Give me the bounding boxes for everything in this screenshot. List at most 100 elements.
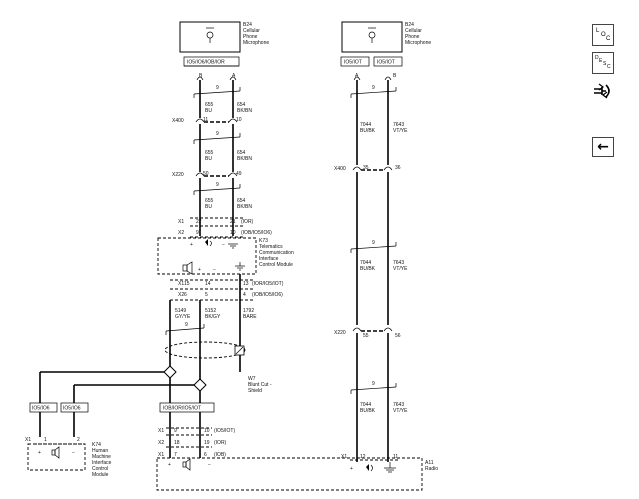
k73-label: K73 xyxy=(259,238,268,244)
a11-x3-pin-1: 7 xyxy=(174,452,177,458)
k73-out-x1-pin-2: 14 xyxy=(205,281,211,287)
k73-out-minus: − xyxy=(213,267,216,273)
k73-mic-input-icon xyxy=(205,239,212,247)
right-w3-circuit-b: 7643 xyxy=(393,402,404,408)
k73-ground-icon xyxy=(228,243,238,249)
k73-x2-name: X2 xyxy=(178,230,184,236)
k74-desc-5: Module xyxy=(92,472,109,478)
k74-x1-pin-1: 1 xyxy=(44,437,47,443)
k73-out-x2-name: X2 xyxy=(178,292,184,298)
location-button[interactable]: L O C xyxy=(592,24,614,46)
k73-module: X1 22 21 (IOR) X2 9 10 (IOB/IO5/IO6) + −… xyxy=(157,217,294,301)
k74-desc-4: Control xyxy=(92,466,108,472)
a11-right-plus: + xyxy=(350,466,353,472)
right-x400-pin-2: 36 xyxy=(395,165,401,171)
left-w2-circuit-a: 655 xyxy=(205,150,214,156)
description-button[interactable]: D E S C xyxy=(592,52,614,74)
k73-x1-pin-1: 22 xyxy=(196,219,202,225)
right-microphone-symbol xyxy=(368,27,376,43)
right-microphone-b24: B24 Cellular Phone Microphone IO5/IOT IO… xyxy=(340,21,431,79)
connector-end-view-button[interactable] xyxy=(592,80,614,102)
k73-x1-pin-2: 21 xyxy=(230,219,236,225)
w7-desc-1: Blunt Cut - xyxy=(248,382,272,388)
shield-twist: 9 xyxy=(185,322,188,328)
right-x1-name: X1 xyxy=(341,454,347,460)
a11-x3-note: (IOB) xyxy=(214,452,226,458)
left-mic-desc-3: Microphone xyxy=(243,40,269,46)
a11-ground-icon xyxy=(384,462,396,473)
back-button[interactable]: ← xyxy=(592,137,614,157)
shield-color-3: BARE xyxy=(243,314,257,320)
k73-desc-2: Communication xyxy=(259,250,294,256)
k74-module: X1 1 2 + − K74 Human Machine Interface C… xyxy=(25,437,112,478)
k73-x1-name: X1 xyxy=(178,219,184,225)
shield-color-1: GY/YE xyxy=(175,314,191,320)
location-button-label-c: C xyxy=(606,36,611,42)
right-x400-pin-1: 35 xyxy=(363,165,369,171)
left-x400-name: X400 xyxy=(172,118,184,124)
k73-x2-note: (IOB/IO5/IO6) xyxy=(241,230,272,236)
shield-color-2: BK/GY xyxy=(205,314,221,320)
left-w2-color-b: BK/BN xyxy=(237,156,252,162)
right-w1-color-b: VT/YE xyxy=(393,128,408,134)
right-mic-option-2: IO5/IOT xyxy=(377,60,395,66)
k73-out-x1-pin-1: 15 xyxy=(184,281,190,287)
k73-desc-3: Interface xyxy=(259,256,279,262)
right-mic-pin-b: B xyxy=(393,73,397,79)
k73-desc-1: Telematics xyxy=(259,244,283,250)
left-mic-desc-1: Cellular xyxy=(243,28,260,34)
splice-diamond-2 xyxy=(193,378,207,392)
left-w1-circuit-b: 654 xyxy=(237,102,246,108)
right-mic-pin-a: A xyxy=(355,73,359,79)
k73-out-x2-pin-1: 6 xyxy=(184,292,187,298)
a11-x2-pin-1: 18 xyxy=(174,440,180,446)
right-mic-desc-3: Microphone xyxy=(405,40,431,46)
k73-out-x1-name: X1 xyxy=(178,281,184,287)
left-w3-color-b: BK/BN xyxy=(237,204,252,210)
right-x400-name: X400 xyxy=(334,166,346,172)
right-x1-connector: X1 12 11 xyxy=(341,454,400,461)
k74-option-1: IO5/IO6 xyxy=(32,406,50,412)
k74-desc-2: Machine xyxy=(92,454,111,460)
right-w3-color-b: VT/YE xyxy=(393,408,408,414)
a11-option: IOB/IOR/IO5/IOT xyxy=(163,406,201,412)
left-x220-name: X220 xyxy=(172,172,184,178)
right-twist-1: 9 xyxy=(372,85,375,91)
k74-desc-1: Human xyxy=(92,448,108,454)
left-mic-desc-2: Phone xyxy=(243,34,258,40)
right-mic-option-box-1 xyxy=(340,56,370,67)
back-arrow-icon: ← xyxy=(597,139,609,155)
k74-body xyxy=(27,443,86,471)
left-w3-circuit-a: 655 xyxy=(205,198,214,204)
a11-desc: Radio xyxy=(425,466,438,472)
description-button-label-e: E xyxy=(599,58,603,64)
k73-speaker-icon xyxy=(182,261,193,275)
description-button-label-d: D xyxy=(595,55,599,61)
navigation-toolbar: L O C D E S C ← xyxy=(592,20,616,160)
right-x1-pin-1: 12 xyxy=(360,454,366,460)
w7-label: W7 xyxy=(248,376,256,382)
right-x400-connector: X400 35 36 9 7044 BU/BK 7643 VT/YE xyxy=(334,165,408,325)
a11-x2-note: (IOR) xyxy=(214,440,227,446)
k73-x2-pin-2: 10 xyxy=(230,230,236,236)
left-w2-color-a: BU xyxy=(205,156,212,162)
left-w1-color-a: BU xyxy=(205,108,212,114)
right-w1-circuit-a: 7044 xyxy=(360,122,371,128)
k74-option-box-1 xyxy=(29,402,58,413)
shield-ellipse xyxy=(164,341,246,359)
a11-x3-name: X1 xyxy=(158,452,164,458)
left-twist-1: 9 xyxy=(216,85,219,91)
a11-label: A11 xyxy=(425,460,434,466)
shield-circuit-2: 5152 xyxy=(205,308,216,314)
left-x400-pin-1: 11 xyxy=(203,117,208,123)
k73-out-x1-pin-3: 13 xyxy=(243,281,249,287)
left-w1-color-b: BK/BN xyxy=(237,108,252,114)
location-button-label-l: L xyxy=(596,28,600,34)
splice-diamond-1 xyxy=(163,365,177,379)
k73-desc-4: Control Module xyxy=(259,262,293,268)
shield-circuit-3: 1792 xyxy=(243,308,254,314)
left-twist-2: 9 xyxy=(216,131,219,137)
microphone-symbol xyxy=(206,27,214,43)
k73-out-x2-pin-3: 4 xyxy=(243,292,246,298)
k73-body xyxy=(157,237,257,275)
